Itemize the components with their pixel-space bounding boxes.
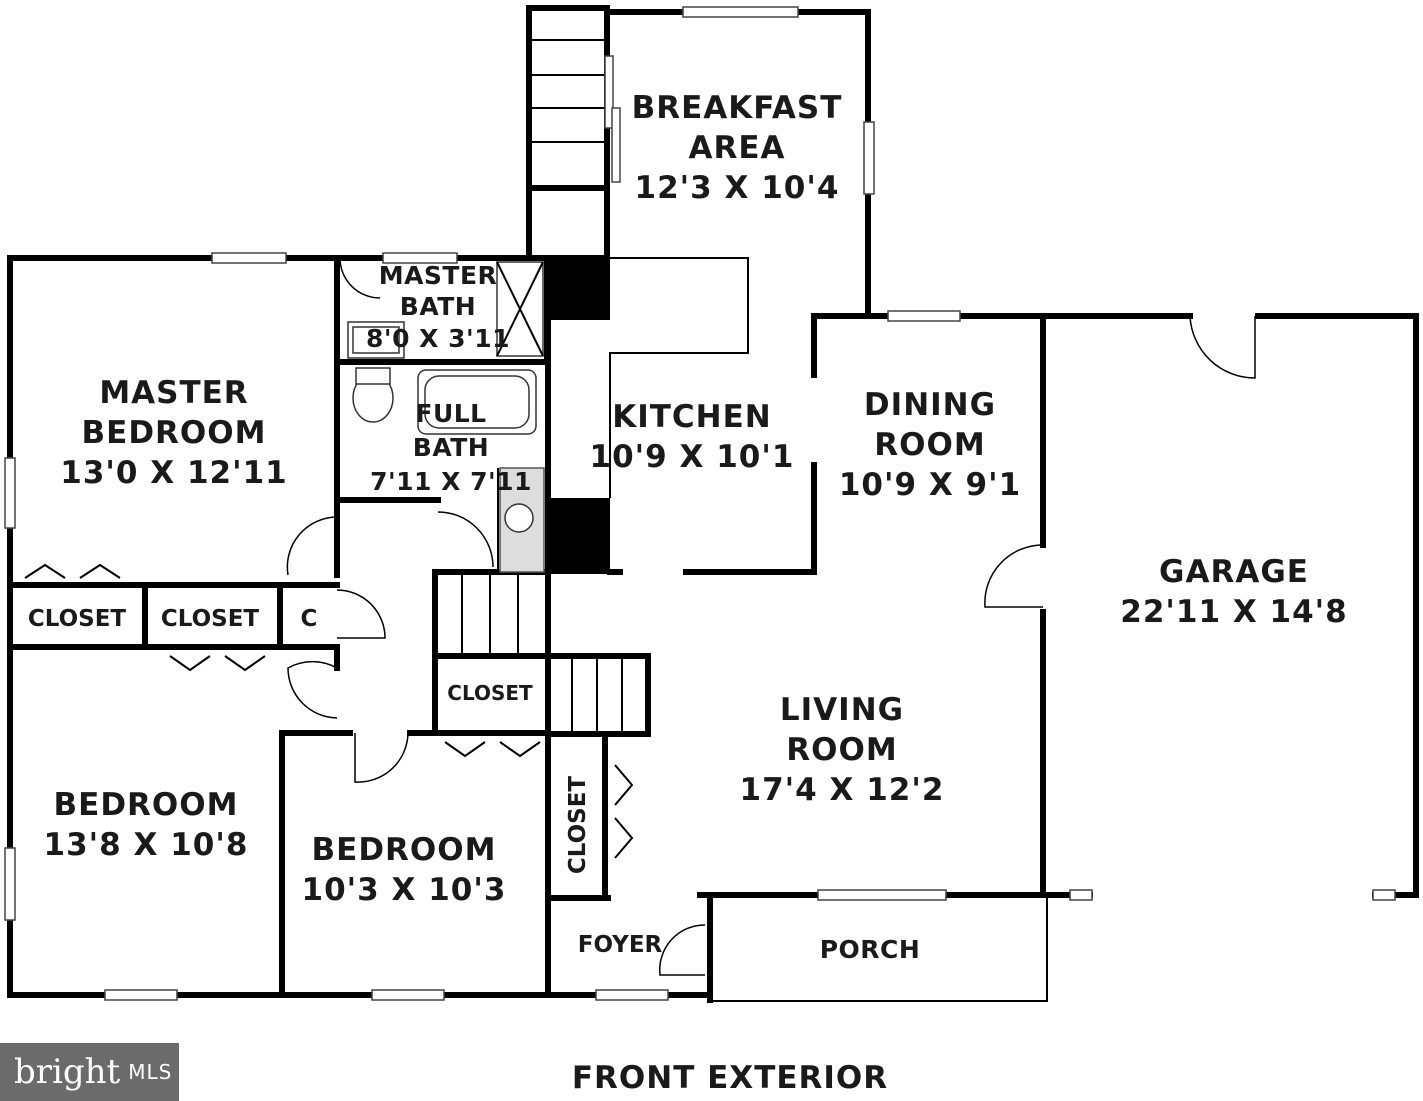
- bedroom-left-dims: 13'8 X 10'8: [44, 827, 249, 863]
- master-bedroom-label-2: BEDROOM: [82, 415, 267, 451]
- full-bath-label-2: BATH: [413, 433, 489, 462]
- dining-label: DINING: [864, 387, 996, 423]
- closet-label-2: CLOSET: [161, 606, 260, 632]
- kitchen-label: KITCHEN: [612, 399, 772, 435]
- closet-label-3: C: [301, 606, 318, 632]
- garage-dims: 22'11 X 14'8: [1120, 594, 1347, 630]
- bedroom-mid-dims: 10'3 X 10'3: [302, 872, 507, 908]
- master-bath-dims: 8'0 X 3'11: [366, 324, 510, 353]
- bedroom-mid-label: BEDROOM: [312, 832, 497, 868]
- closet-label-5: CLOSET: [565, 776, 591, 875]
- porch-label: PORCH: [820, 935, 921, 964]
- full-bath-label: FULL: [415, 399, 486, 428]
- foyer-label: FOYER: [578, 932, 663, 958]
- walls: [7, 5, 1419, 1003]
- dining-dims: 10'9 X 9'1: [839, 467, 1021, 503]
- master-bath-label: MASTER: [379, 261, 498, 290]
- logo-brand: bright: [14, 1052, 121, 1092]
- room-labels: BREAKFAST AREA 12'3 X 10'4 MASTER BATH 8…: [28, 90, 1347, 1096]
- logo-suffix: MLS: [128, 1060, 173, 1084]
- master-bedroom-dims: 13'0 X 12'11: [60, 455, 287, 491]
- fixtures: [24, 261, 634, 859]
- dining-label-2: ROOM: [874, 427, 985, 463]
- full-bath-dims: 7'11 X 7'11: [370, 467, 532, 496]
- living-label-2: ROOM: [786, 732, 897, 768]
- breakfast-label: BREAKFAST: [632, 90, 843, 126]
- master-bedroom-label: MASTER: [99, 375, 248, 411]
- bedroom-left-label: BEDROOM: [54, 787, 239, 823]
- bright-mls-logo: bright MLS: [0, 1043, 179, 1101]
- front-exterior-caption: FRONT EXTERIOR: [572, 1060, 888, 1096]
- breakfast-label-2: AREA: [688, 130, 785, 166]
- garage-label: GARAGE: [1159, 554, 1309, 590]
- master-bath-label-2: BATH: [400, 292, 476, 321]
- closet-label-4: CLOSET: [447, 681, 533, 705]
- door-swings: [286, 257, 1256, 976]
- living-dims: 17'4 X 12'2: [740, 772, 945, 808]
- windows: [4, 6, 1396, 1001]
- closet-label-1: CLOSET: [28, 606, 127, 632]
- breakfast-dims: 12'3 X 10'4: [635, 170, 840, 206]
- living-label: LIVING: [780, 692, 904, 728]
- kitchen-dims: 10'9 X 10'1: [590, 439, 795, 475]
